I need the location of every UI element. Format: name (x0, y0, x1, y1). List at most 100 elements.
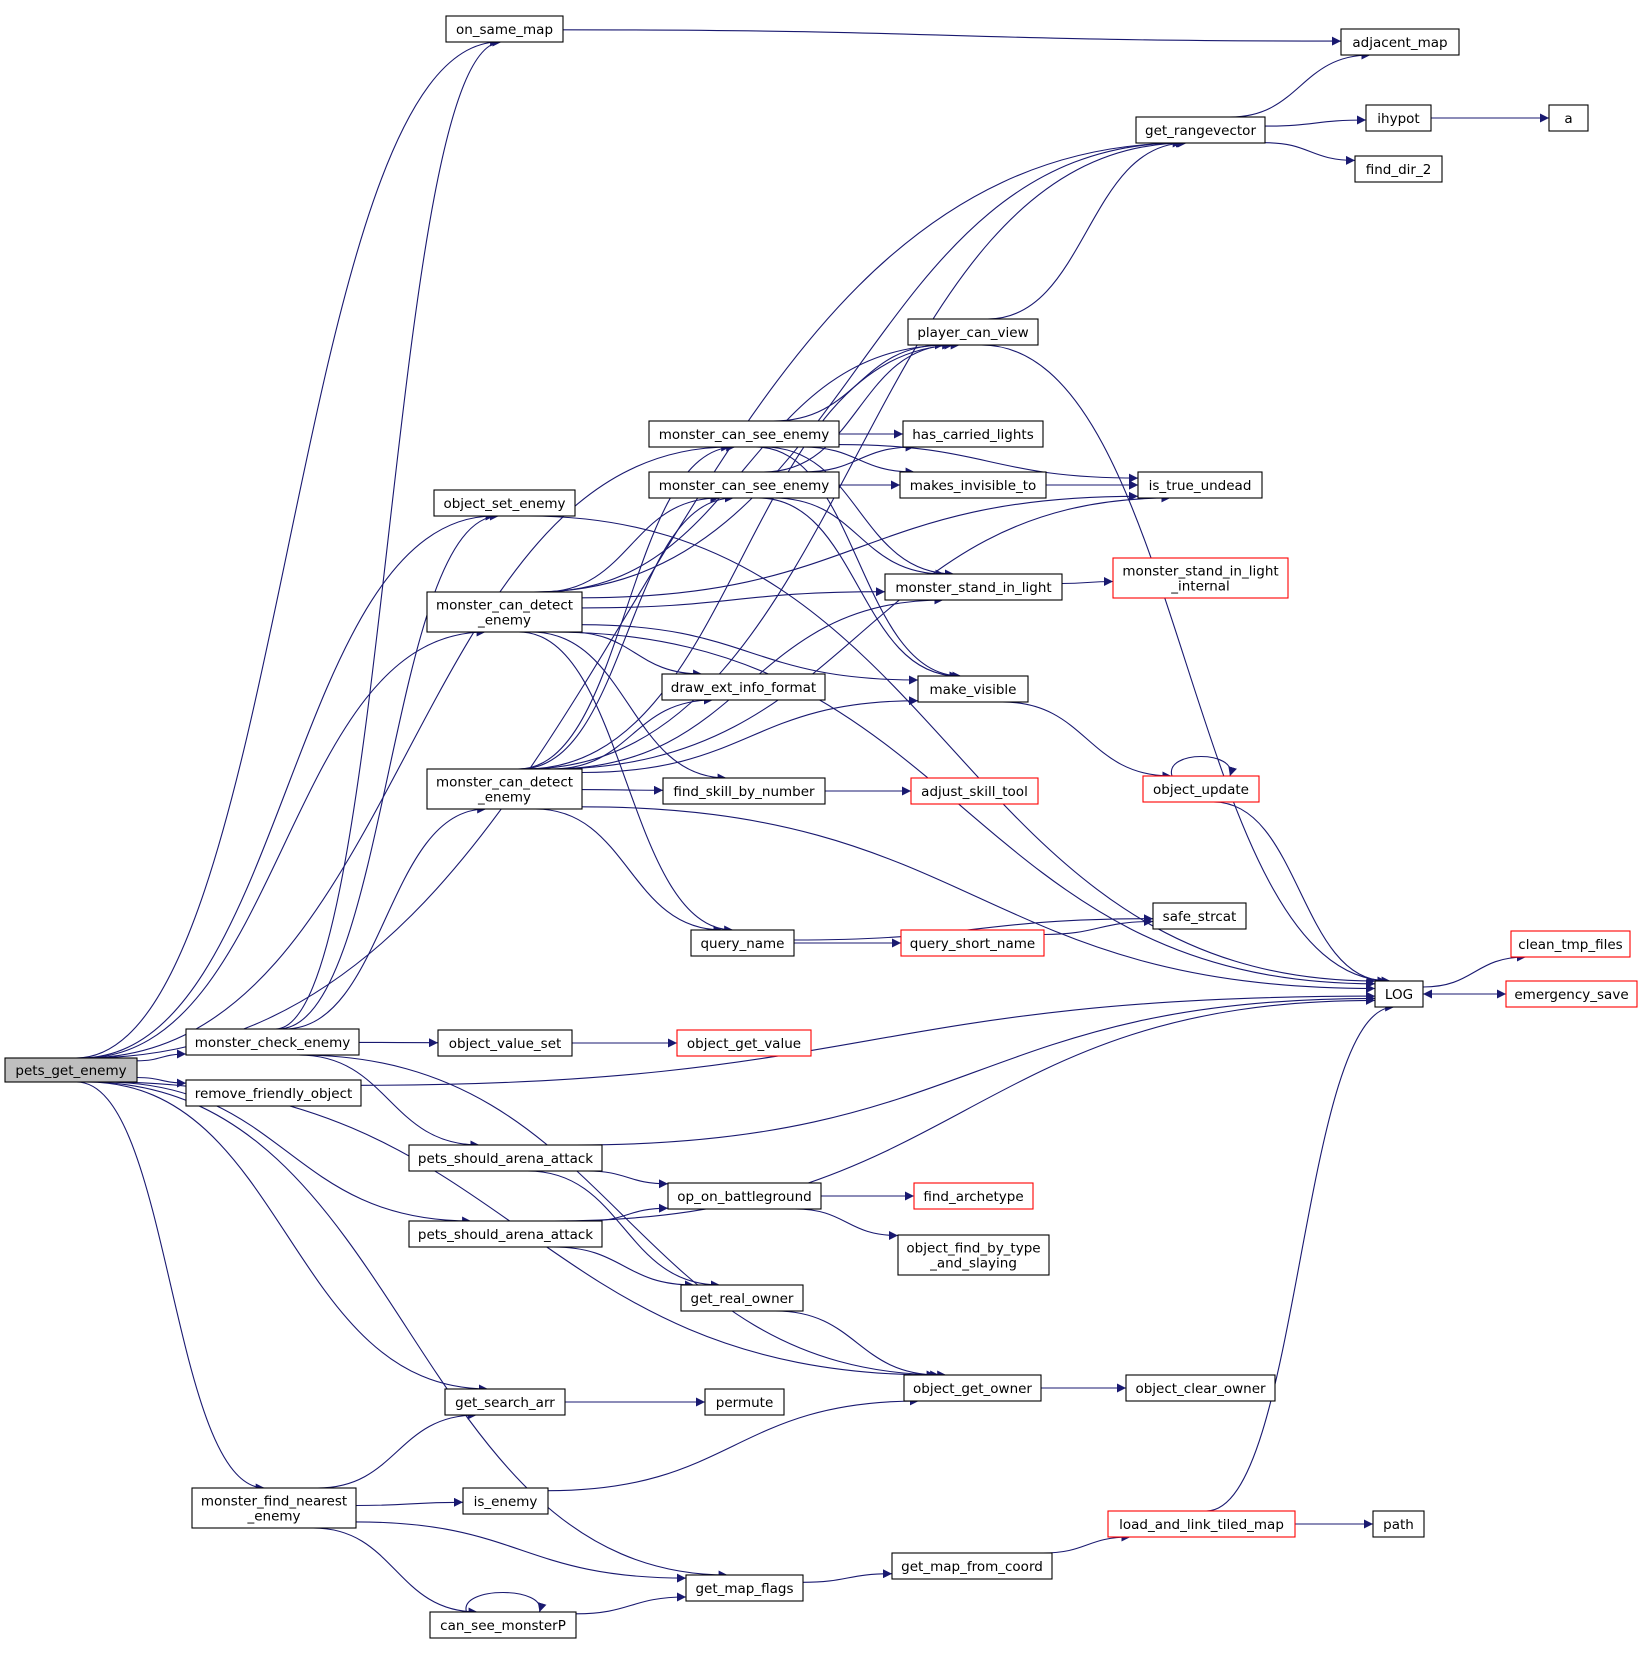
node-find_archetype[interactable]: find_archetype (913, 1182, 1034, 1210)
edge-query_name-to-safe_strcat (793, 914, 1154, 941)
node-box (1372, 1510, 1425, 1538)
node-label: monster_find_nearest (201, 1494, 347, 1510)
node-is_enemy[interactable]: is_enemy (462, 1487, 549, 1515)
node-mcse1[interactable]: monster_can_see_enemy (648, 420, 840, 448)
edge-mcde2-to-draw_ext_info_format (551, 695, 714, 770)
node-box (662, 777, 826, 805)
node-box (1137, 471, 1263, 499)
node-label: makes_invisible_to (910, 478, 1037, 494)
node-object_set_enemy[interactable]: object_set_enemy (433, 489, 576, 517)
node-box (897, 1234, 1050, 1276)
node-make_visible[interactable]: make_visible (917, 675, 1029, 703)
edge-pets_get_enemy-to-get_rangevector (85, 138, 1185, 1059)
node-player_can_view[interactable]: player_can_view (907, 318, 1039, 346)
node-get_rangevector[interactable]: get_rangevector (1135, 116, 1266, 144)
node-psaa1[interactable]: pets_should_arena_attack (408, 1144, 603, 1172)
node-mcde2[interactable]: monster_can_detect_enemy (426, 768, 583, 810)
node-is_true_undead[interactable]: is_true_undead (1137, 471, 1263, 499)
edge-psaa1-to-get_real_owner (527, 1170, 721, 1290)
node-box (917, 675, 1029, 703)
node-msil_internal[interactable]: monster_stand_in_light_internal (1112, 557, 1289, 599)
node-box (437, 1029, 573, 1057)
edge-mfne-to-get_search_arr (317, 1410, 477, 1489)
node-box (1135, 116, 1266, 144)
edge-mcde2-to-query_name (535, 808, 723, 935)
node-box (1112, 557, 1289, 599)
edge-mcse2-to-monster_stand_in_light (773, 497, 945, 579)
node-object_update[interactable]: object_update (1142, 775, 1260, 803)
node-object_clear_owner[interactable]: object_clear_owner (1125, 1374, 1276, 1402)
node-monster_check_enemy[interactable]: monster_check_enemy (185, 1028, 360, 1056)
node-on_same_map[interactable]: on_same_map (445, 15, 564, 43)
node-clean_tmp_files[interactable]: clean_tmp_files (1510, 930, 1631, 958)
node-label: pets_should_arena_attack (418, 1151, 593, 1167)
node-get_map_flags[interactable]: get_map_flags (685, 1574, 804, 1602)
node-mcse2[interactable]: monster_can_see_enemy (648, 471, 840, 499)
node-permute[interactable]: permute (704, 1388, 785, 1416)
node-object_get_owner[interactable]: object_get_owner (903, 1374, 1042, 1402)
node-mcde1[interactable]: monster_can_detect_enemy (426, 591, 583, 633)
node-label: can_see_monsterP (440, 1618, 566, 1634)
node-adjust_skill_tool[interactable]: adjust_skill_tool (910, 777, 1039, 805)
node-box (910, 777, 1039, 805)
edge-mcde2-to-make_visible (581, 696, 919, 774)
node-object_value_set[interactable]: object_value_set (437, 1029, 573, 1057)
node-box (1142, 775, 1260, 803)
edge-mcse2-to-has_carried_lights (802, 442, 915, 473)
edge-pets_get_enemy-to-mcse1 (83, 442, 731, 1059)
node-label: monster_stand_in_light (895, 580, 1051, 596)
node-ofbts[interactable]: object_find_by_type_and_slaying (897, 1234, 1050, 1276)
node-label: safe_strcat (1163, 909, 1237, 925)
node-box (1354, 155, 1443, 183)
node-label: object_value_set (449, 1036, 562, 1052)
node-label: is_enemy (474, 1494, 538, 1510)
node-find_skill_by_number[interactable]: find_skill_by_number (662, 777, 826, 805)
node-safe_strcat[interactable]: safe_strcat (1152, 902, 1247, 930)
node-load_and_link_tiled_map[interactable]: load_and_link_tiled_map (1107, 1510, 1296, 1538)
node-monster_stand_in_light[interactable]: monster_stand_in_light (884, 573, 1063, 601)
node-query_name[interactable]: query_name (690, 929, 795, 957)
node-query_short_name[interactable]: query_short_name (900, 929, 1045, 957)
node-can_see_monsterP[interactable]: can_see_monsterP (429, 1611, 577, 1639)
node-label: ihypot (1377, 111, 1419, 127)
node-psaa2[interactable]: pets_should_arena_attack (408, 1220, 603, 1248)
node-path[interactable]: path (1372, 1510, 1425, 1538)
edge-mfne-to-is_enemy (355, 1497, 464, 1507)
node-get_search_arr[interactable]: get_search_arr (444, 1388, 566, 1416)
node-pets_get_enemy[interactable]: pets_get_enemy (4, 1057, 138, 1083)
node-box (1510, 930, 1631, 958)
node-box (1374, 980, 1424, 1008)
node-emergency_save[interactable]: emergency_save (1505, 980, 1638, 1008)
node-label: has_carried_lights (912, 427, 1034, 443)
edge-LOG-to-clean_tmp_files (1422, 952, 1526, 988)
node-get_real_owner[interactable]: get_real_owner (680, 1284, 804, 1312)
node-adjacent_map[interactable]: adjacent_map (1340, 28, 1460, 56)
node-remove_friendly_object[interactable]: remove_friendly_object (185, 1079, 362, 1107)
edge-monster_check_enemy-to-object_set_enemy (278, 511, 499, 1030)
node-label: monster_can_see_enemy (659, 427, 830, 443)
node-label: draw_ext_info_format (671, 680, 816, 696)
node-a[interactable]: a (1548, 104, 1589, 132)
node-box (191, 1487, 357, 1529)
node-ihypot[interactable]: ihypot (1365, 104, 1432, 132)
node-label: object_clear_owner (1135, 1381, 1266, 1397)
node-box (185, 1028, 360, 1056)
node-get_map_from_coord[interactable]: get_map_from_coord (891, 1552, 1053, 1580)
node-object_get_value[interactable]: object_get_value (676, 1029, 812, 1057)
node-has_carried_lights[interactable]: has_carried_lights (902, 420, 1044, 448)
node-label: path (1383, 1517, 1414, 1533)
node-LOG[interactable]: LOG (1374, 980, 1424, 1008)
node-box (913, 1182, 1034, 1210)
node-label: player_can_view (917, 325, 1028, 341)
node-draw_ext_info_format[interactable]: draw_ext_info_format (661, 673, 826, 701)
edge-mcde1-to-is_true_undead (581, 491, 1139, 599)
node-label: get_real_owner (691, 1291, 794, 1307)
node-find_dir_2[interactable]: find_dir_2 (1354, 155, 1443, 183)
edge-mcde1-to-make_visible (581, 624, 919, 685)
node-mfne[interactable]: monster_find_nearest_enemy (191, 1487, 357, 1529)
node-label: on_same_map (456, 22, 553, 38)
node-label: _internal (1170, 579, 1230, 595)
node-makes_invisible_to[interactable]: makes_invisible_to (899, 471, 1047, 499)
node-op_on_battleground[interactable]: op_on_battleground (667, 1182, 822, 1210)
edge-monster_check_enemy-to-mcde2 (284, 804, 487, 1030)
